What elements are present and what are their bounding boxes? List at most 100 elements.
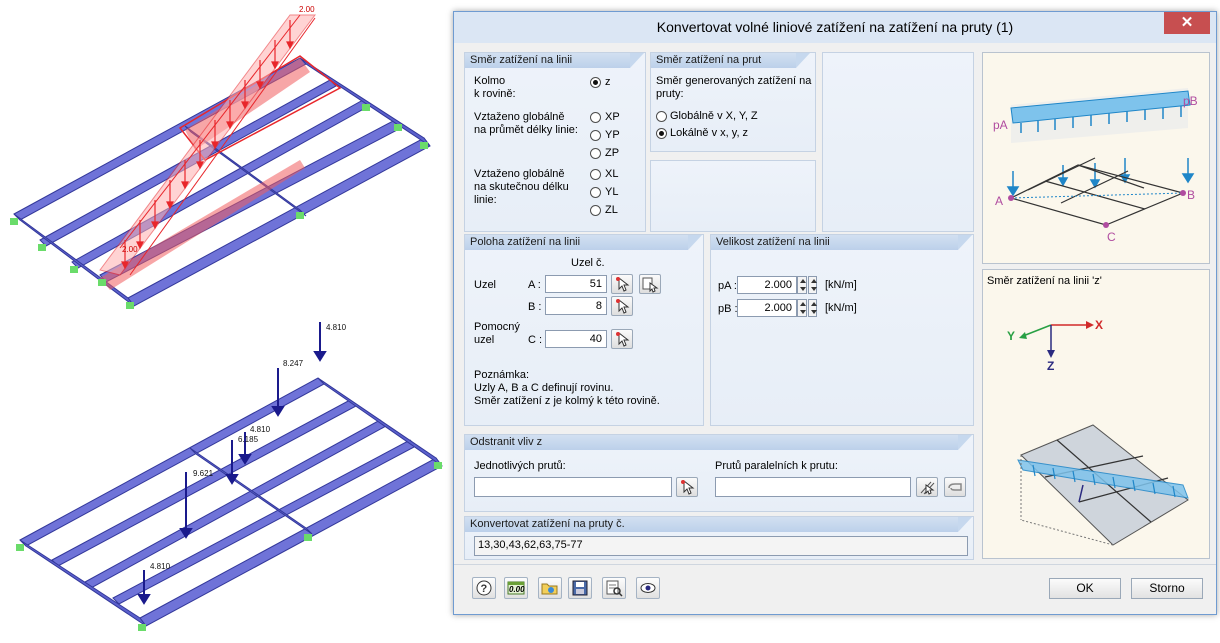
convert-members-panel: Konvertovat zatížení na pruty č. 13,30,4… (464, 516, 974, 560)
parallel-members-label: Prutů paralelních k prutu: (715, 460, 838, 472)
pick-node-a-button[interactable] (611, 274, 633, 294)
radio-xl-label: XL (605, 168, 619, 180)
cancel-button[interactable]: Storno (1131, 578, 1203, 599)
pick-node-b-button[interactable] (611, 296, 633, 316)
clear-parallel-button[interactable] (944, 477, 966, 497)
note-line-1: Uzly A, B a C definují rovinu. (474, 382, 614, 394)
remove-influence-panel: Odstranit vliv z Jednotlivých prutů: Pru… (464, 434, 974, 512)
radio-xl[interactable] (590, 169, 601, 180)
true-length-label: Vztaženo globálně (474, 168, 565, 180)
svg-text:?: ? (481, 583, 488, 595)
radio-yp[interactable] (590, 130, 601, 141)
line-load-direction-panel: Směr zatížení na linii Kolmo k rovině: z… (464, 52, 646, 232)
top-load-label-2: 2.00 (122, 245, 138, 254)
pick-parallel-members-button[interactable] (916, 477, 938, 497)
open-button[interactable] (538, 577, 562, 599)
units-button[interactable]: 0.00 (504, 577, 528, 599)
units-icon (507, 581, 525, 595)
true-length-label-2: na skutečnou délku (474, 181, 569, 193)
node-b-input[interactable]: 8 (545, 297, 607, 315)
convert-members-output: 13,30,43,62,63,75-77 (474, 536, 968, 556)
pick-single-members-button[interactable] (676, 477, 698, 497)
projected-label: Vztaženo globálně (474, 111, 565, 123)
load-position-panel: Poloha zatížení na linii Uzel č. Uzel A … (464, 234, 704, 426)
select-node-list-button[interactable] (639, 274, 661, 294)
pb-label: pB : (718, 303, 738, 315)
aux-node-label: Pomocný (474, 321, 520, 333)
pb-spinner[interactable] (797, 299, 807, 317)
direction-diagram-image: Směr zatížení na linii 'z' X Y Z (982, 269, 1210, 559)
line-load-diagram: pA pB A B C (993, 88, 1198, 244)
diagram-b-label: B (1187, 188, 1195, 202)
footer-divider (454, 564, 1216, 565)
radio-zl[interactable] (590, 205, 601, 216)
pa-dropdown-button[interactable] (808, 276, 817, 294)
pick-node-c-button[interactable] (611, 329, 633, 349)
node-c-label: C : (528, 334, 543, 346)
diagram-c-label: C (1107, 230, 1116, 244)
note-line-2: Směr zatížení z je kolmý k této rovině. (474, 395, 660, 407)
radio-z[interactable] (590, 77, 601, 88)
radio-local-label: Lokálně v x, y, z (670, 127, 749, 139)
dialog-titlebar[interactable]: Konvertovat volné liniové zatížení na za… (454, 12, 1216, 43)
radio-z-label: z (605, 76, 611, 88)
radio-yl[interactable] (590, 187, 601, 198)
view-icon (640, 583, 656, 593)
empty-panel-1 (650, 160, 816, 232)
close-button[interactable]: ✕ (1164, 12, 1210, 34)
perpendicular-label-2: k rovině: (474, 88, 516, 100)
pick-cursor-icon (681, 479, 695, 495)
radio-xp[interactable] (590, 112, 601, 123)
select-button[interactable] (602, 577, 626, 599)
axis-z-label: Z (1047, 359, 1054, 373)
pick-parallel-icon (920, 481, 935, 495)
supports-bottom (16, 462, 442, 631)
node-label: Uzel (474, 279, 497, 291)
pb-unit: [kN/m] (825, 302, 857, 314)
node-a-input[interactable]: 51 (545, 275, 607, 293)
save-icon (572, 580, 588, 596)
help-icon: ? (476, 580, 492, 596)
node-list-icon (642, 277, 659, 293)
diagram-pa-label: pA (993, 118, 1008, 132)
radio-zp[interactable] (590, 148, 601, 159)
point-loads-bottom (137, 322, 327, 605)
load-magnitude-panel: Velikost zatížení na linii pA : 2.000 [k… (710, 234, 974, 426)
pa-input[interactable]: 2.000 (737, 276, 797, 294)
pick-cursor-icon (616, 331, 630, 347)
radio-local-xyz[interactable] (656, 128, 667, 139)
pa-spinner[interactable] (797, 276, 807, 294)
pb-dropdown-button[interactable] (808, 299, 817, 317)
node-a-label: A : (528, 279, 541, 291)
node-b-label: B : (528, 301, 542, 313)
radio-global-xyz[interactable] (656, 111, 667, 122)
ok-button[interactable]: OK (1049, 578, 1121, 599)
point-load-label-5: 9.621 (193, 469, 214, 478)
supports-top (10, 104, 428, 309)
remove-influence-header: Odstranit vliv z (465, 435, 972, 450)
single-members-input[interactable] (474, 477, 672, 497)
units-text: 0.00 (509, 585, 525, 594)
point-load-label-4: 6.185 (238, 435, 259, 444)
bottom-frame (19, 377, 443, 627)
pick-cursor-icon (616, 276, 630, 292)
point-load-label-1: 4.810 (326, 323, 347, 332)
true-length-label-3: linie: (474, 194, 497, 206)
radio-zl-label: ZL (605, 204, 618, 216)
perpendicular-label: Kolmo (474, 75, 506, 87)
parallel-members-input[interactable] (715, 477, 911, 497)
node-no-label: Uzel č. (571, 257, 605, 269)
direction-diagram: X Y Z (1007, 318, 1189, 546)
aux-node-label-2: uzel (474, 334, 495, 346)
load-arrows-top (121, 20, 294, 270)
convert-load-dialog: Konvertovat volné liniové zatížení na za… (453, 11, 1217, 615)
node-c-input[interactable]: 40 (545, 330, 607, 348)
help-button[interactable]: ? (472, 577, 496, 599)
pb-input[interactable]: 2.000 (737, 299, 797, 317)
view-button[interactable] (636, 577, 660, 599)
point-load-label-2: 8.247 (283, 359, 304, 368)
radio-yl-label: YL (605, 186, 619, 198)
save-button[interactable] (568, 577, 592, 599)
load-diagram-image: pA pB A B C (982, 52, 1210, 264)
pa-label: pA : (718, 280, 737, 292)
